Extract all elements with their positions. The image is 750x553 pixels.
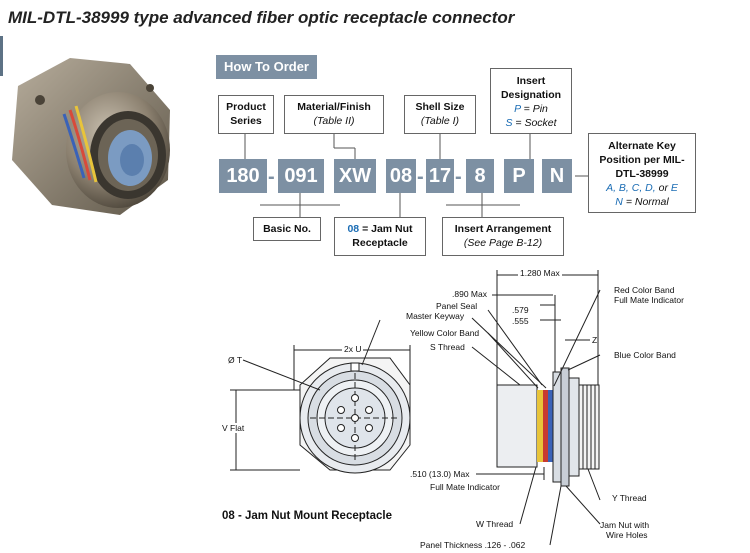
alternate-key-label: Alternate Key Position per MIL-DTL-38999… [588,133,696,213]
insert-arrangement-label: Insert Arrangement (See Page B-12) [442,217,564,256]
code-alternate-key: N [542,159,572,193]
code-material-finish: XW [334,159,376,193]
alt-key-e: E [670,182,678,194]
how-to-order-header: How To Order [216,55,317,79]
dash-2: - [417,166,424,188]
insert-s-val: = Socket [515,117,557,129]
dim-579: .579 [512,305,529,315]
red-band-label: Red Color Band [614,285,675,295]
front-view [230,319,411,474]
master-keyway-label: Master Keyway [406,311,465,321]
material-finish-ref: (Table II) [313,115,355,127]
alternate-key-title: Alternate Key Position per MIL-DTL-38999 [599,140,685,180]
blue-band-label: Blue Color Band [614,350,676,360]
code-shell-size: 17 [426,159,454,193]
material-finish-label: Material/Finish (Table II) [284,95,384,134]
shell-size-text: Shell Size [415,101,465,113]
z-label: Z [592,335,598,345]
panel-seal-label: Panel Seal [436,301,478,311]
dim-510-max: .510 (13.0) Max [410,469,470,479]
code-insert-arrangement: 8 [466,159,494,193]
alt-key-or: or [658,182,668,194]
accent-bar [0,36,3,76]
two-x-u-label: 2x U [342,344,364,354]
shell-size-ref: (Table I) [420,115,460,127]
jam-nut-with-label: Jam Nut with [600,520,650,530]
code-product-series: 180 [219,159,267,193]
code-insert-designation: P [504,159,534,193]
page-title: MIL-DTL-38999 type advanced fiber optic … [8,8,515,27]
insert-s-key: S [505,117,513,129]
product-series-text: Product Series [226,101,266,127]
product-series-label: Product Series [218,95,274,134]
alt-key-n: N [615,196,623,208]
insert-arrangement-ref: (See Page B-12) [463,237,543,249]
insert-arrangement-text: Insert Arrangement [454,223,552,235]
dim-890-max: .890 Max [452,289,487,299]
s-thread-label: S Thread [430,342,465,352]
insert-p-val: = Pin [523,103,548,115]
w-thread-label: W Thread [476,519,514,529]
y-thread-label: Y Thread [612,493,647,503]
dash-1: - [268,166,275,188]
insert-p-key: P [514,103,521,115]
dim-555: .555 [512,316,529,326]
side-view [471,270,601,546]
wire-holes-label: Wire Holes [606,530,648,540]
material-finish-text: Material/Finish [297,101,371,113]
shell-size-label: Shell Size (Table I) [404,95,476,134]
code-basic-no: 091 [278,159,324,193]
v-flat-label: V Flat [222,423,245,433]
full-mate-indicator-label: Full Mate Indicator [614,295,684,305]
alt-key-letters: A, B, C, D, [606,182,656,194]
basic-no-label: Basic No. [253,217,321,241]
panel-thickness-label: Panel Thickness .126 - .062 [420,540,526,550]
yellow-band-label: Yellow Color Band [410,328,480,338]
dim-1280-max: 1.280 Max [518,268,562,278]
insert-designation-text: Insert Designation [500,75,562,101]
full-mate-indicator-2-label: Full Mate Indicator [430,482,500,492]
jam-nut-code: 08 [347,223,360,235]
basic-no-text: Basic No. [263,223,311,235]
insert-designation-label: Insert Designation P = Pin S = Socket [490,68,572,134]
alt-key-normal: = Normal [625,196,669,208]
connector-photo-shape [12,58,170,215]
dia-t-label: Ø T [228,355,243,365]
jam-nut-line2: Receptacle [352,237,408,249]
dash-3: - [455,166,462,188]
jam-nut-text: = Jam Nut [362,223,413,235]
code-mount-type: 08 [386,159,416,193]
drawing-caption: 08 - Jam Nut Mount Receptacle [222,510,392,522]
jam-nut-label: 08 = Jam Nut Receptacle [334,217,426,256]
